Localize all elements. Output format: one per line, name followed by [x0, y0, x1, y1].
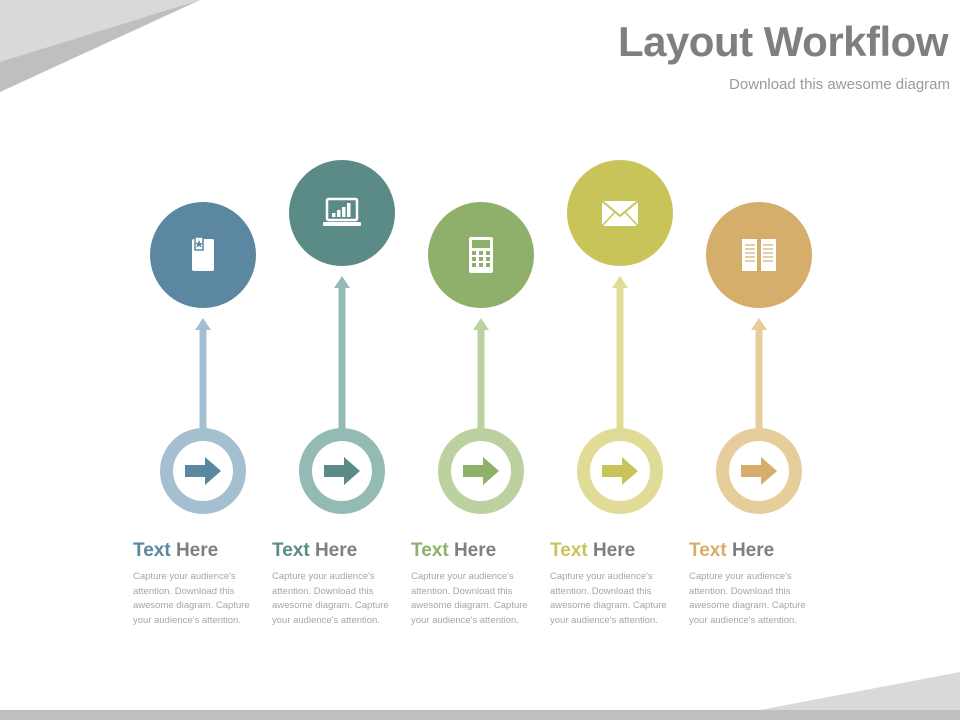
arrow-head — [612, 276, 628, 288]
step-heading-accent: Text — [133, 540, 171, 561]
step-heading-accent: Text — [550, 540, 588, 561]
step-heading-accent: Text — [689, 540, 727, 561]
bookmark-card-icon — [181, 233, 225, 277]
step-heading: Text Here — [550, 540, 635, 562]
arrow-circle — [160, 428, 246, 514]
step-icon-circle — [428, 202, 534, 308]
arrow-right-icon — [322, 455, 362, 487]
bottom-decoration — [0, 672, 960, 720]
step-heading: Text Here — [689, 540, 774, 562]
arrow-circle — [577, 428, 663, 514]
arrow-circle — [716, 428, 802, 514]
corner-decoration — [0, 0, 200, 92]
step-heading-accent: Text — [272, 540, 310, 561]
step-icon-circle — [150, 202, 256, 308]
step-heading: Text Here — [272, 540, 357, 562]
step-description: Capture your audience's attention. Downl… — [133, 571, 250, 626]
step-icon-circle — [289, 160, 395, 266]
arrow-circle — [299, 428, 385, 514]
calculator-icon — [459, 233, 503, 277]
step-icon-circle — [567, 160, 673, 266]
connector-line — [477, 329, 485, 430]
connector-line — [338, 287, 346, 430]
page-title: Layout Workflow — [617, 18, 949, 65]
step-icon-circle — [706, 202, 812, 308]
arrow-head — [751, 318, 767, 330]
step-heading-rest: Here — [731, 540, 775, 561]
step-heading-rest: Here — [592, 540, 636, 561]
step-description: Capture your audience's attention. Downl… — [411, 571, 528, 626]
step-heading-rest: Here — [314, 540, 358, 561]
arrow-circle — [438, 428, 524, 514]
page-subtitle: Download this awesome diagram — [729, 76, 950, 93]
laptop-chart-icon — [320, 191, 364, 235]
step-description: Capture your audience's attention. Downl… — [550, 571, 667, 626]
arrow-right-icon — [183, 455, 223, 487]
arrow-right-icon — [600, 455, 640, 487]
connector-line — [199, 329, 207, 430]
step-description: Capture your audience's attention. Downl… — [272, 571, 389, 626]
step-heading: Text Here — [133, 540, 218, 562]
step-heading-rest: Here — [453, 540, 497, 561]
arrow-head — [334, 276, 350, 288]
connector-line — [755, 329, 763, 430]
arrow-right-icon — [461, 455, 501, 487]
arrow-head — [473, 318, 489, 330]
step-heading: Text Here — [411, 540, 496, 562]
step-heading-accent: Text — [411, 540, 449, 561]
arrow-head — [195, 318, 211, 330]
arrow-right-icon — [739, 455, 779, 487]
step-description: Capture your audience's attention. Downl… — [689, 571, 806, 626]
step-heading-rest: Here — [175, 540, 219, 561]
envelope-icon — [598, 191, 642, 235]
book-icon — [737, 233, 781, 277]
connector-line — [616, 287, 624, 430]
